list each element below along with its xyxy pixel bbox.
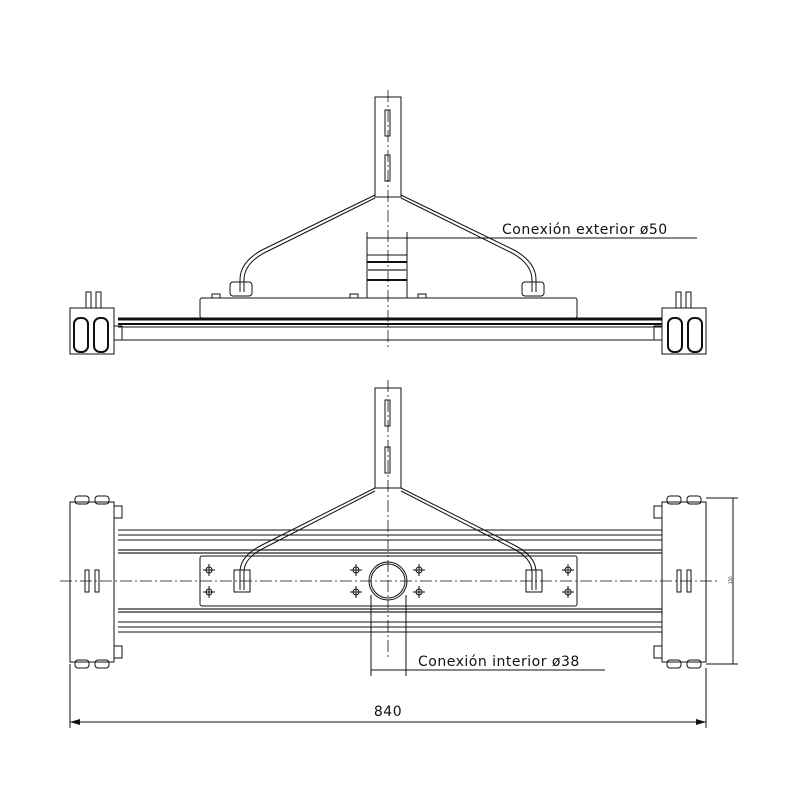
exterior-connection-label: Conexión exterior ø50 xyxy=(502,222,668,238)
side-height-label: 150 xyxy=(728,576,733,584)
right-end-block xyxy=(653,495,707,669)
right-wheel-carriage xyxy=(653,291,707,355)
interior-connection-pipe xyxy=(368,561,408,601)
handle-bracket-plan xyxy=(233,487,543,593)
handle-post xyxy=(374,96,402,198)
overall-width-label: 840 xyxy=(374,704,402,720)
handle-bracket xyxy=(229,194,545,297)
front-view: Conexión exterior ø50 xyxy=(69,90,707,355)
interior-connection-label: Conexión interior ø38 xyxy=(418,654,580,670)
mounting-plate xyxy=(199,555,578,607)
handle-post-plan xyxy=(374,387,402,489)
rail-profile xyxy=(118,529,662,633)
left-end-block xyxy=(69,495,123,669)
overall-width-dimension: 840 xyxy=(69,664,707,728)
bolt-holes xyxy=(203,564,574,598)
left-wheel-carriage xyxy=(69,291,123,355)
interior-diameter-dimension: Conexión interior ø38 xyxy=(370,595,605,676)
plan-view: 150 Conexión interior ø38 840 xyxy=(60,380,738,728)
exterior-connection-neck xyxy=(366,254,408,299)
rail xyxy=(118,317,662,341)
base-plate xyxy=(199,297,578,319)
side-height-dimension: 150 xyxy=(706,497,738,665)
exterior-diameter-dimension: Conexión exterior ø50 xyxy=(366,222,697,255)
